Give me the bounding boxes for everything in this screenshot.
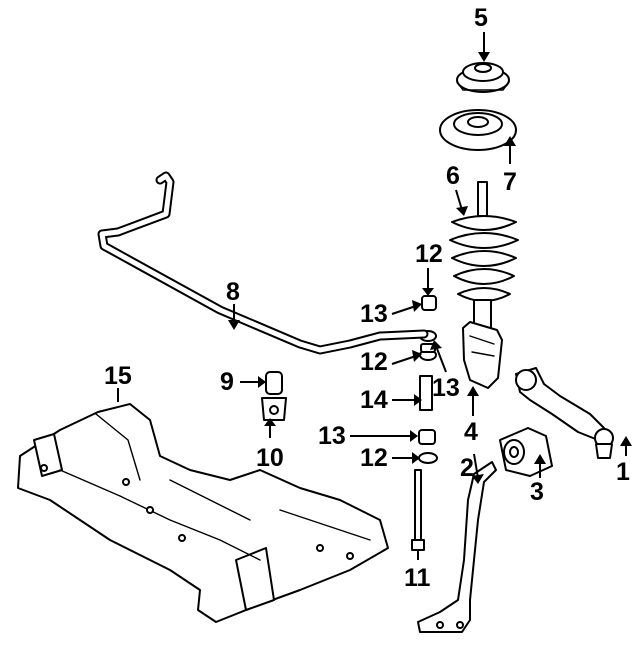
callout-15: 15: [104, 362, 132, 390]
callout-8: 8: [226, 278, 240, 306]
link-bolt: [411, 469, 425, 551]
strut-mount: [456, 62, 510, 93]
callout-6: 6: [446, 162, 460, 190]
callout-12-lower: 12: [360, 444, 388, 472]
lower-control-arm: [515, 367, 614, 459]
control-arm-bushing: [499, 427, 553, 477]
spring-seat: [439, 109, 517, 151]
callout-12-top: 12: [415, 240, 443, 268]
callout-13-mid: 13: [432, 374, 460, 402]
callout-1: 1: [616, 458, 630, 486]
stabilizer-bar: [97, 171, 429, 355]
callout-14: 14: [360, 386, 388, 414]
callout-10: 10: [256, 444, 284, 472]
callout-11: 11: [404, 564, 431, 592]
link-sleeve: [419, 375, 433, 411]
callout-3: 3: [530, 478, 544, 506]
leaders: [117, 32, 632, 560]
coil-spring: [449, 215, 519, 302]
strut-assembly: [462, 181, 503, 389]
callout-13-top: 13: [360, 300, 388, 328]
callout-7: 7: [503, 168, 517, 196]
bar-bushing-bracket: [261, 371, 287, 421]
callout-12-mid: 12: [360, 348, 388, 376]
callout-13-lower: 13: [318, 422, 346, 450]
crossmember: [17, 403, 389, 623]
callout-4: 4: [464, 418, 478, 446]
callout-9: 9: [220, 368, 234, 396]
callout-5: 5: [474, 4, 488, 32]
callout-2: 2: [460, 454, 474, 482]
tension-strut: [417, 461, 497, 633]
